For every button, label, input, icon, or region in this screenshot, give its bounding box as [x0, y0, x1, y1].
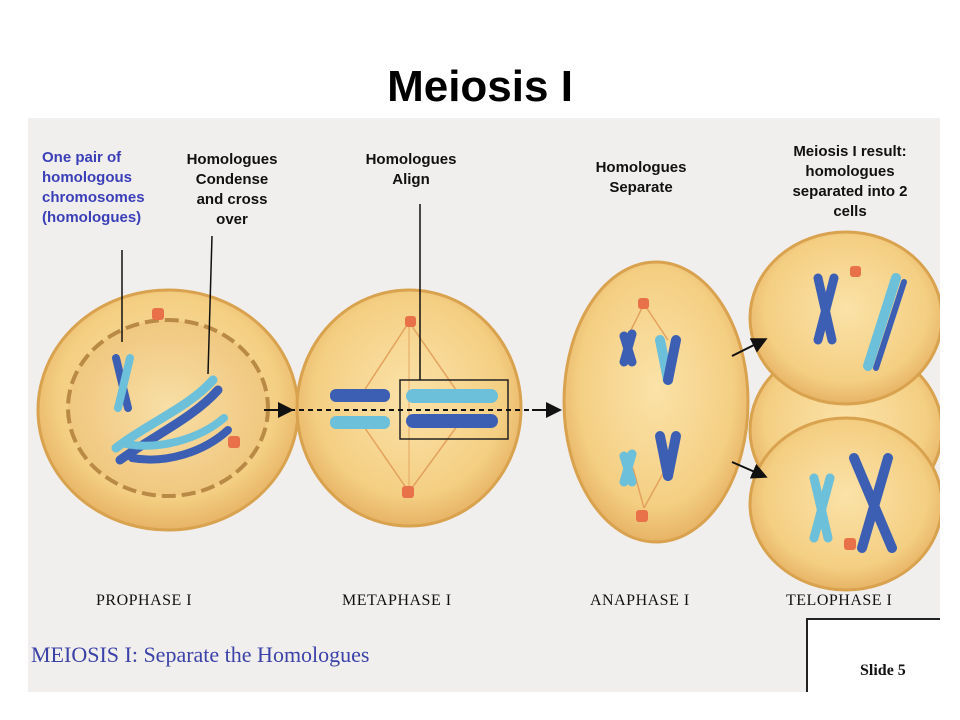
spindle-fibers	[357, 321, 464, 493]
label-meiosis-result: Meiosis I result: homologues separated i…	[792, 143, 908, 220]
phase-label-prophase: PROPHASE I	[96, 592, 193, 609]
daughter-cell-top-chromosomes	[813, 273, 907, 371]
phase-arrows	[264, 338, 768, 479]
phase-label-anaphase: ANAPHASE I	[590, 592, 690, 609]
label-one-pair-homologues: One pair of homologous chromosomes (homo…	[42, 149, 145, 226]
centrosome	[638, 298, 649, 309]
centrosome	[402, 486, 414, 498]
separating-homologues-bottom	[619, 431, 681, 487]
centrosome	[152, 308, 164, 320]
centrosome	[228, 436, 240, 448]
slide-number: Slide 5	[860, 662, 906, 679]
centrosome	[405, 316, 416, 327]
homologue-pair-x	[112, 354, 134, 412]
leader-lines	[121, 204, 421, 380]
label-homologues-separate: Homologues Separate	[595, 159, 687, 196]
daughter-cell-bottom-chromosomes	[809, 453, 897, 553]
aligned-homologues	[330, 389, 498, 429]
anaphase-cell	[562, 260, 750, 544]
slide-title: Meiosis I	[387, 62, 573, 111]
figure-caption: MEIOSIS I: Separate the Homologues	[31, 642, 370, 667]
centrosome	[850, 266, 861, 277]
telophase-cells	[748, 230, 940, 592]
slide-number-box	[806, 618, 940, 692]
separating-homologues-top	[619, 329, 681, 385]
phase-label-metaphase: METAPHASE I	[342, 592, 452, 609]
nuclear-envelope	[66, 318, 270, 498]
centrosome	[636, 510, 648, 522]
phase-label-telophase: TELOPHASE I	[786, 592, 893, 609]
meiosis-figure: One pair of homologous chromosomes (homo…	[28, 118, 940, 692]
metaphase-cell	[295, 288, 523, 528]
label-condense-crossover: Homologues Condense and cross over	[186, 151, 278, 228]
centrosome	[844, 538, 856, 550]
meiosis-diagram	[36, 204, 940, 592]
label-homologues-align: Homologues Align	[365, 151, 457, 188]
crossing-over-chromosomes	[111, 375, 232, 465]
prophase-cell	[36, 288, 300, 532]
